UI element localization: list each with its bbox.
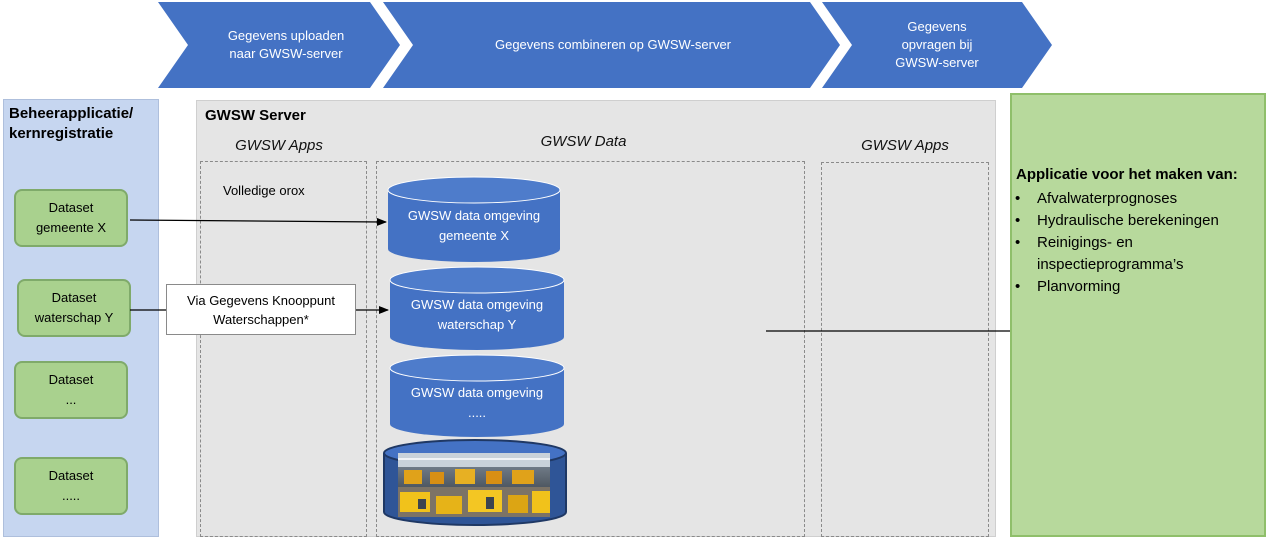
bullet-icon: • [1015,278,1021,295]
dataset-waterschap-y[interactable]: Dataset waterschap Y [17,279,131,337]
application-item: •Afvalwaterprognoses [1015,188,1267,210]
bullet-icon: • [1015,190,1021,207]
beheer-panel-title: Beheerapplicatie/ kernregistratie [9,105,134,142]
step-combine-shape [383,2,840,88]
application-list: •Afvalwaterprognoses •Hydraulische berek… [1015,188,1267,298]
data-store-gemeente-x[interactable] [387,176,561,262]
apps-left-item: Volledige orox [223,183,305,198]
data-store-gemeente-x-label: GWSW data omgeving gemeente X [407,208,541,243]
dataset-more[interactable]: Dataset ..... [14,457,128,515]
bullet-icon: • [1015,212,1021,229]
gwsw-server-title: GWSW Server [205,107,306,124]
application-item: •Reinigings- en inspectieprogramma’s [1015,234,1184,273]
data-store-other-label: GWSW data omgeving ..... [410,385,544,420]
application-panel [1010,93,1266,537]
step-combine-label: Gegevens combineren op GWSW-server [494,37,732,52]
arrow-gemeente-to-server [129,217,387,226]
knooppunt-box: Via Gegevens Knooppunt Waterschappen* [166,284,356,335]
process-chevrons [158,2,1052,88]
data-store-waterschap-y[interactable] [389,266,565,350]
application-item: •Hydraulische berekeningen [1015,210,1267,232]
data-store-other[interactable] [389,354,565,437]
step-request-shape [822,2,1052,88]
step-request-label: Gegevens opvragen bij GWSW-server [895,19,979,70]
warehouse-data-store [383,439,567,526]
dataset-gemeente-x[interactable]: Dataset gemeente X [14,189,128,247]
step-upload-label: Gegevens uploaden naar GWSW-server [227,28,345,61]
data-title: GWSW Data [540,133,627,150]
warehouse-photo [398,453,550,517]
step-upload-shape [158,2,400,88]
apps-left-title: GWSW Apps [235,137,323,154]
apps-right-title: GWSW Apps [861,137,949,154]
dataset-other[interactable]: Dataset ... [14,361,128,419]
application-item: •Planvorming [1015,276,1267,298]
data-store-waterschap-y-label: GWSW data omgeving waterschap Y [410,297,544,332]
bullet-icon: • [1015,234,1021,251]
application-title: Applicatie voor het maken van: [1016,166,1238,183]
